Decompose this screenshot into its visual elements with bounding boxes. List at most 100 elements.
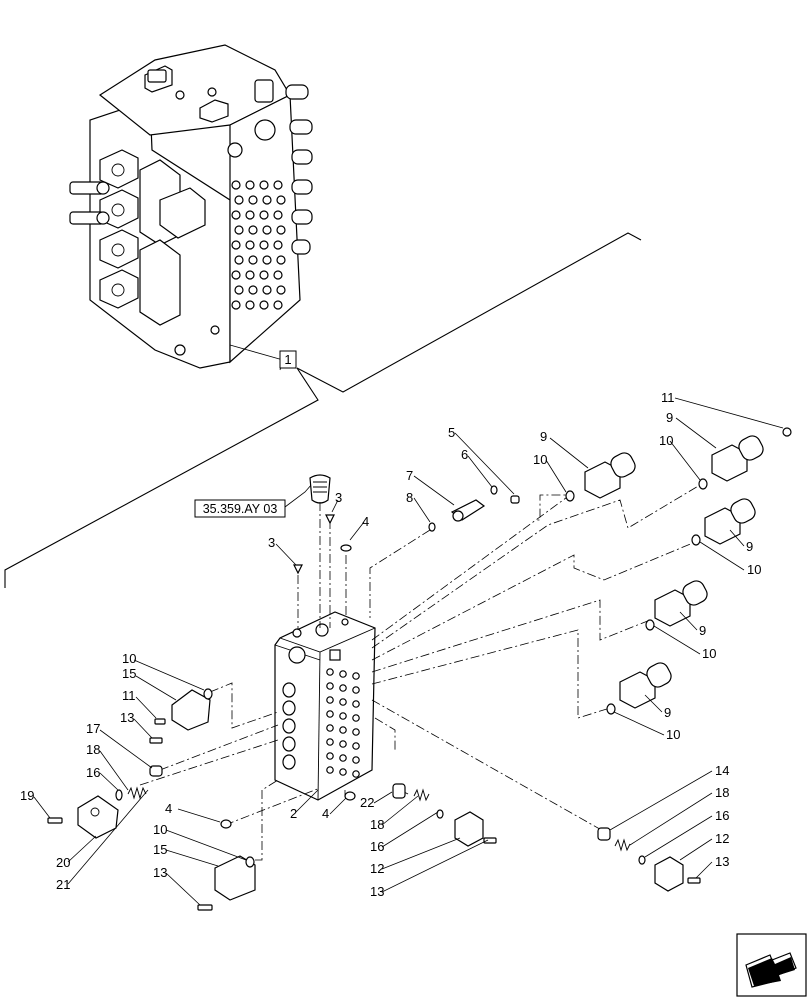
shim-16-left[interactable] (115, 789, 123, 801)
block-port (282, 754, 296, 770)
callout-10-f[interactable]: 10 (122, 651, 136, 666)
callout-12-a[interactable]: 12 (370, 861, 384, 876)
callout-5[interactable]: 5 (448, 425, 455, 440)
callout-11-b[interactable]: 11 (122, 688, 136, 703)
relief-plug-17[interactable] (149, 765, 163, 777)
callout-13-b[interactable]: 13 (153, 865, 167, 880)
assembly-callout-box[interactable]: 1 (279, 350, 297, 369)
port-hole (231, 240, 241, 250)
spool-cap-9-c[interactable] (704, 496, 758, 545)
plug-4-right[interactable] (344, 791, 356, 801)
callout-9-d[interactable]: 9 (699, 623, 706, 638)
shim-16-right[interactable] (638, 855, 646, 865)
callout-18-c[interactable]: 18 (715, 785, 729, 800)
callout-4-top[interactable]: 4 (362, 514, 369, 529)
control-valve-assembly[interactable] (69, 44, 313, 369)
spring-18-right[interactable] (614, 838, 631, 852)
callout-10-a[interactable]: 10 (533, 452, 547, 467)
o-ring-10-e[interactable] (606, 703, 616, 715)
callout-7[interactable]: 7 (406, 468, 413, 483)
callout-4-right[interactable]: 4 (322, 806, 329, 821)
o-ring-10-a[interactable] (565, 490, 575, 502)
callout-4-low[interactable]: 4 (165, 801, 172, 816)
o-ring-10-c[interactable] (691, 534, 701, 546)
reference-link-box[interactable]: 35.359.AY 03 (194, 499, 286, 518)
callout-21[interactable]: 21 (56, 877, 70, 892)
callout-19[interactable]: 19 (20, 788, 34, 803)
callout-20[interactable]: 20 (56, 855, 70, 870)
callout-13-a[interactable]: 13 (120, 710, 134, 725)
spool-cap-9-b[interactable] (711, 433, 766, 482)
port-hole (262, 285, 272, 295)
bolt-11-left[interactable] (154, 718, 166, 725)
bolt-13-mid[interactable] (483, 837, 497, 844)
o-ring-10-left-top[interactable] (203, 688, 213, 700)
check-valve-7[interactable] (450, 499, 486, 522)
callout-6[interactable]: 6 (461, 447, 468, 462)
bolt-13-left-top[interactable] (149, 737, 163, 744)
spool-cap-9-a[interactable] (584, 450, 638, 499)
spool-cap-9-e[interactable] (619, 660, 674, 709)
flange-15-low[interactable] (214, 855, 256, 901)
pressure-cap[interactable] (309, 474, 331, 504)
screw-3-left[interactable] (293, 564, 303, 575)
callout-16-b[interactable]: 16 (370, 839, 384, 854)
spool-cap-9-d[interactable] (654, 578, 710, 627)
callout-3-left[interactable]: 3 (268, 535, 275, 550)
callout-9-b[interactable]: 9 (666, 410, 673, 425)
callout-2[interactable]: 2 (290, 806, 297, 821)
bolt-13-left-low[interactable] (197, 904, 213, 911)
callout-18-a[interactable]: 18 (86, 742, 100, 757)
bolt-13-right[interactable] (687, 877, 701, 884)
shim-16-mid[interactable] (436, 809, 444, 819)
cover-12-mid[interactable] (454, 811, 484, 847)
callout-12-b[interactable]: 12 (715, 831, 729, 846)
spring-18-mid[interactable] (413, 788, 430, 802)
cover-12-right[interactable] (654, 856, 684, 892)
plug-4-top[interactable] (340, 544, 352, 552)
callout-13-d[interactable]: 13 (715, 854, 729, 869)
callout-10-e[interactable]: 10 (666, 727, 680, 742)
plug-14[interactable] (597, 827, 611, 841)
callout-22[interactable]: 22 (360, 795, 374, 810)
o-ring-10-b[interactable] (698, 478, 708, 490)
next-page-arrow-icon[interactable] (736, 933, 807, 997)
o-ring-8[interactable] (428, 522, 436, 532)
callout-15-b[interactable]: 15 (153, 842, 167, 857)
flange-15-top[interactable] (171, 689, 211, 731)
valve-section-block[interactable] (274, 611, 376, 801)
callout-17[interactable]: 17 (86, 721, 100, 736)
block-port (339, 768, 347, 776)
bolt-19[interactable] (47, 817, 63, 824)
callout-18-b[interactable]: 18 (370, 817, 384, 832)
callout-10-c[interactable]: 10 (747, 562, 761, 577)
callout-9-a[interactable]: 9 (540, 429, 547, 444)
callout-16-c[interactable]: 16 (715, 808, 729, 823)
callout-13-c[interactable]: 13 (370, 884, 384, 899)
callout-10-d[interactable]: 10 (702, 646, 716, 661)
callout-10-b[interactable]: 10 (659, 433, 673, 448)
callout-14[interactable]: 14 (715, 763, 729, 778)
block-port (352, 700, 360, 708)
callout-3-top[interactable]: 3 (335, 490, 342, 505)
callout-16-a[interactable]: 16 (86, 765, 100, 780)
o-ring-10-left-low[interactable] (245, 856, 255, 868)
callout-10-g[interactable]: 10 (153, 822, 167, 837)
o-ring-6[interactable] (490, 485, 498, 495)
callout-11-a[interactable]: 11 (661, 390, 675, 405)
spring-18-left[interactable] (127, 786, 147, 800)
leader-line (609, 770, 713, 831)
plug-22[interactable] (392, 783, 406, 799)
screw-3-top[interactable] (325, 514, 335, 525)
bolt-11-right[interactable] (782, 427, 792, 437)
callout-9-c[interactable]: 9 (746, 539, 753, 554)
plug-4-low[interactable] (220, 819, 232, 829)
port-hole (273, 180, 283, 190)
callout-9-e[interactable]: 9 (664, 705, 671, 720)
port-hole (245, 300, 255, 310)
callout-8[interactable]: 8 (406, 490, 413, 505)
o-ring-10-d[interactable] (645, 619, 655, 631)
port-hole (234, 255, 244, 265)
callout-15-a[interactable]: 15 (122, 666, 136, 681)
plug-5[interactable] (510, 495, 520, 504)
